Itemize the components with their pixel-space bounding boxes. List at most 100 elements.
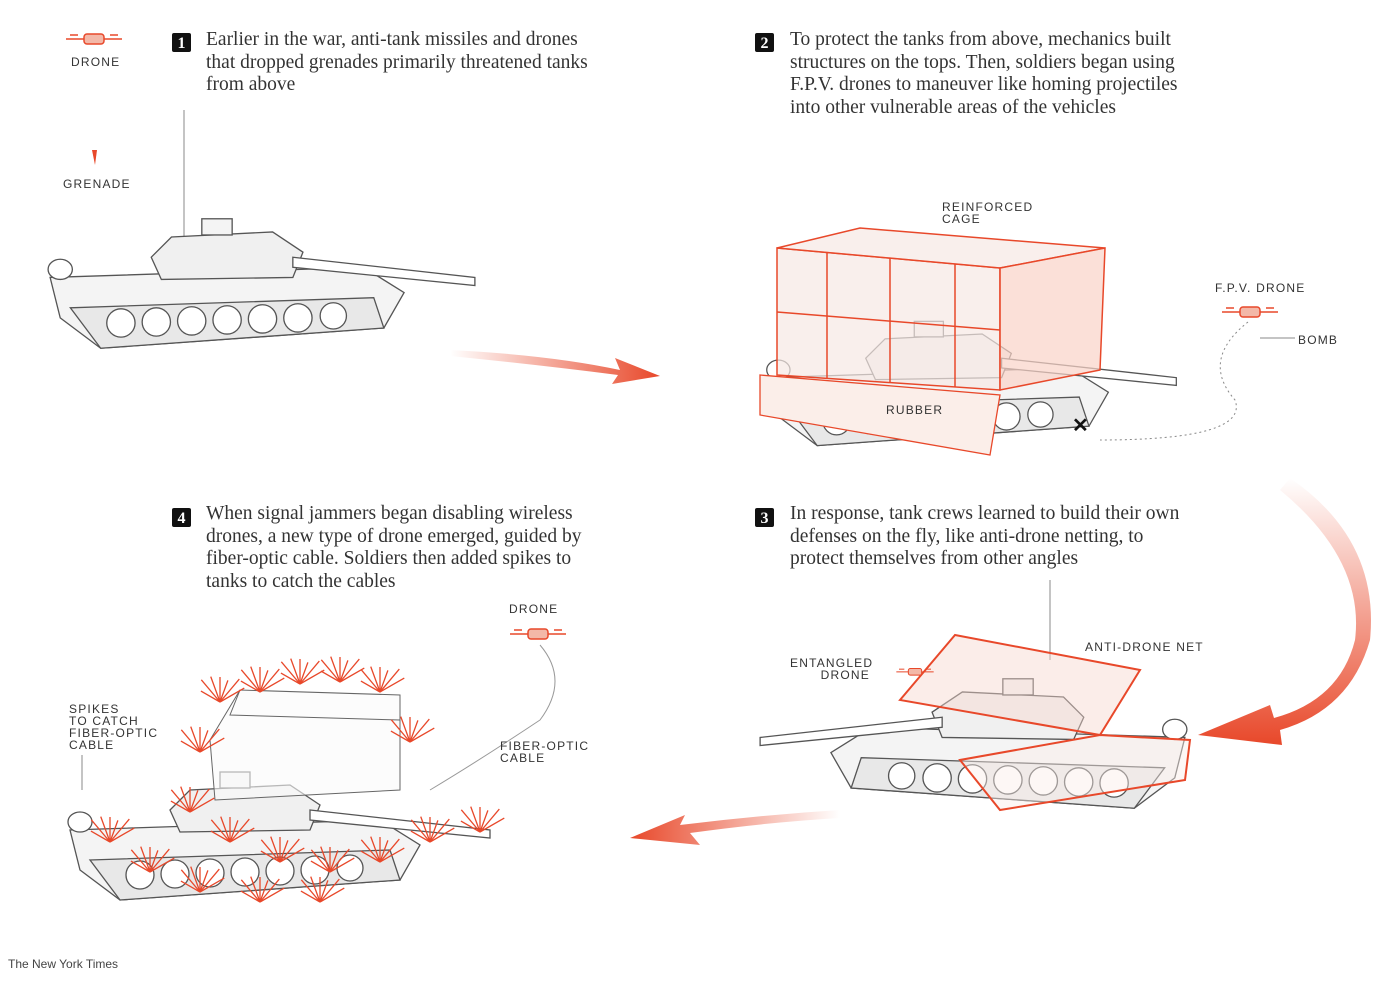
tank-1 [47, 218, 476, 349]
spike [280, 661, 301, 685]
spike [290, 658, 301, 685]
spike [259, 880, 269, 903]
spike [229, 820, 239, 843]
fiber-optic-cable-line [429, 644, 556, 791]
spike [199, 868, 220, 893]
credit: The New York Times [8, 957, 119, 971]
drone-icon [65, 33, 123, 45]
spike [109, 820, 119, 843]
spike [180, 740, 201, 753]
spike [189, 790, 199, 813]
spike [379, 838, 400, 863]
spike [429, 827, 455, 843]
spike [390, 730, 411, 743]
spike [130, 849, 151, 873]
spike [130, 860, 151, 873]
spike [90, 830, 111, 843]
spike [180, 869, 201, 893]
spike [279, 847, 305, 863]
rubber-skirt [759, 374, 1001, 456]
label-entangled-drone: ENTANGLED DRONE [790, 656, 874, 682]
spike [479, 817, 505, 833]
arrow-3-to-4 [630, 810, 840, 845]
spike [199, 730, 209, 753]
spike [229, 827, 255, 843]
spike [320, 670, 341, 683]
spike [330, 656, 341, 683]
spike [259, 677, 285, 693]
spike [320, 659, 341, 683]
spike [429, 820, 439, 843]
fpv-drone-icon [1221, 306, 1279, 318]
spike [190, 726, 201, 753]
panel-2-art: ✕ [759, 227, 1295, 456]
panel-1-art [47, 33, 476, 349]
label-rubber: RUBBER [886, 403, 944, 417]
spike [149, 850, 159, 873]
spike [409, 720, 419, 743]
spike [460, 820, 481, 833]
fiber-drone-icon [509, 628, 567, 640]
spike [180, 880, 201, 893]
spike [219, 678, 240, 703]
spike [360, 850, 381, 863]
spike [410, 830, 431, 843]
grenade-icon [92, 150, 97, 165]
spike [470, 806, 481, 833]
spike [310, 849, 331, 873]
label-fiber-optic-cable: FIBER-OPTIC CABLE [500, 739, 590, 765]
spike [300, 890, 321, 903]
spike [240, 890, 261, 903]
spike [200, 690, 221, 703]
spike [180, 729, 201, 753]
spike [199, 737, 225, 753]
spike [299, 660, 320, 685]
spike [339, 667, 365, 683]
label-drone: DRONE [71, 55, 121, 69]
step-1-caption: Earlier in the war, anti-tank missiles a… [206, 29, 588, 95]
spike [370, 836, 381, 863]
spike [410, 819, 431, 843]
spike [270, 836, 281, 863]
spike [279, 840, 289, 863]
spike [199, 728, 220, 753]
spike [460, 809, 481, 833]
reinforced-cage [776, 227, 1106, 391]
spike [240, 680, 261, 693]
spike [429, 818, 450, 843]
spike [210, 830, 231, 843]
spike [310, 860, 331, 873]
spike [320, 846, 331, 873]
spike [329, 857, 355, 873]
spike [180, 786, 191, 813]
panel-4-art [67, 628, 567, 903]
spike [240, 669, 261, 693]
spike [379, 840, 389, 863]
slat-cage [209, 689, 401, 801]
step-4-caption: When signal jammers began disabling wire… [206, 503, 582, 592]
step-1-badge: 1 [172, 33, 191, 52]
step-2-caption: To protect the tanks from above, mechani… [790, 29, 1178, 118]
spike [300, 879, 321, 903]
spike [400, 716, 411, 743]
spike [229, 818, 250, 843]
spike [360, 680, 381, 693]
panel-3-art [759, 580, 1192, 812]
label-fpv-drone: F.P.V. DRONE [1215, 281, 1306, 295]
arrow-1-to-2 [450, 350, 660, 384]
spike [259, 668, 280, 693]
label-reinforced-cage: REINFORCED CAGE [942, 200, 1034, 226]
spike [339, 658, 360, 683]
spike [259, 670, 269, 693]
spike [409, 727, 435, 743]
arrow-2-to-3 [1198, 478, 1371, 745]
spike [199, 870, 209, 893]
spike [379, 847, 405, 863]
spike [149, 857, 175, 873]
spike [250, 666, 261, 693]
step-2-badge: 2 [755, 33, 774, 52]
spike [259, 878, 280, 903]
spike [250, 876, 261, 903]
spike [299, 662, 309, 685]
spike [260, 839, 281, 863]
